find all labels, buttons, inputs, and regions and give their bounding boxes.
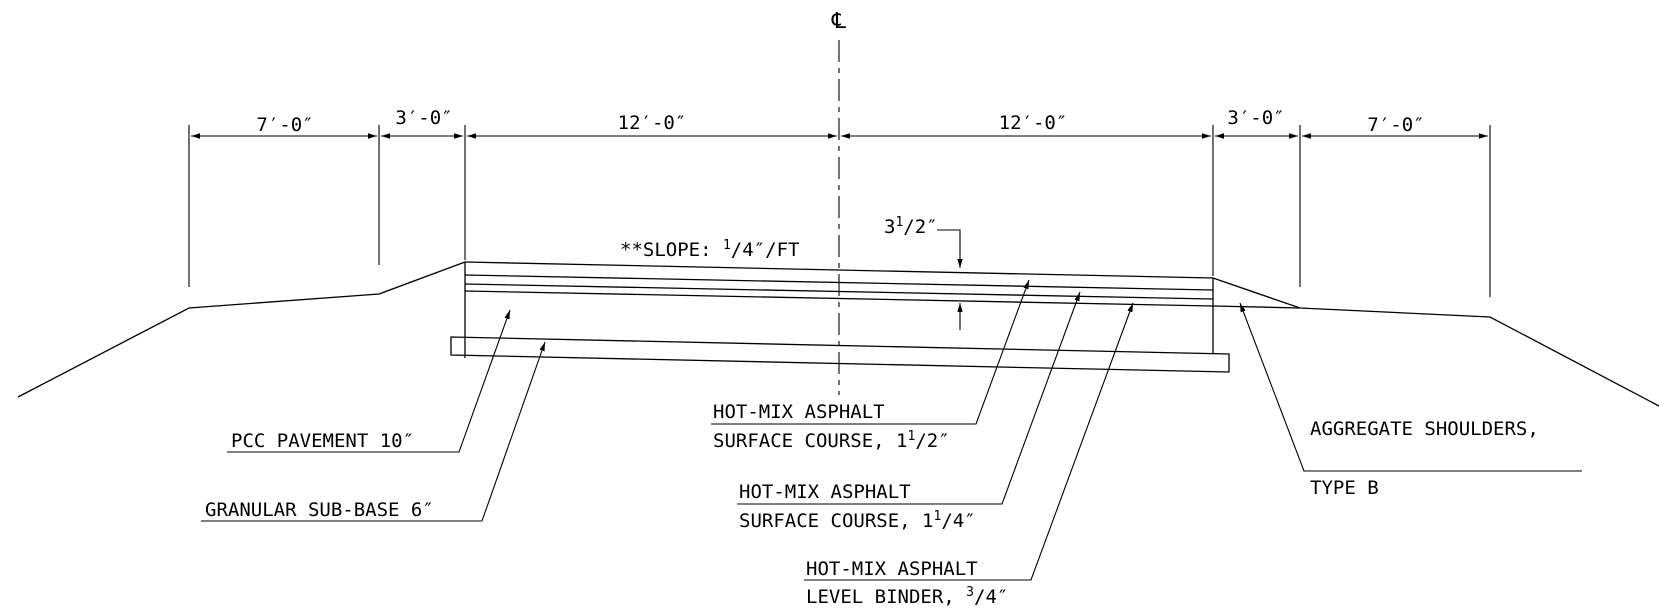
svg-text:TYPE B: TYPE B [1310,477,1379,499]
leader-hma-surface-course-2 [737,291,1081,505]
svg-text:HOT-MIX ASPHALT: HOT-MIX ASPHALT [739,481,911,503]
pavement-section [464,261,1214,358]
label-aggregate-shoulders: AGGREGATE SHOULDERS, TYPE B [1310,418,1539,499]
dim-left-outer: 7′-0″ [256,114,313,136]
leader-hma-level-binder [804,302,1134,581]
dim-right-shoulder: 3′-0″ [1227,107,1284,129]
svg-text:HOT-MIX ASPHALT: HOT-MIX ASPHALT [713,401,885,423]
label-hma-level-binder: HOT-MIX ASPHALT LEVEL BINDER, 3/4″ [806,558,1008,608]
extension-lines [188,125,1491,297]
leader-aggregate-shoulders [1239,302,1582,472]
subbase-slab [450,336,1230,373]
leader-hma-surface-course-1 [711,279,1030,425]
leader-pcc-pavement [227,309,511,453]
leader-granular-subbase [201,341,546,522]
dim-right-lane: 12′-0″ [999,112,1068,134]
label-hma-surface-course-1: HOT-MIX ASPHALT SURFACE COURSE, 11/2″ [713,401,950,452]
dim-left-lane: 12′-0″ [618,112,687,134]
slope-note: **SLOPE: 1/4″/FT [620,238,799,261]
dim-left-shoulder: 3′-0″ [395,107,452,129]
centerline-symbol: ℄ [831,9,847,34]
thickness-leader [937,229,963,268]
ground-profile [17,261,1659,407]
svg-text:LEVEL BINDER, 3/4″: LEVEL BINDER, 3/4″ [806,585,1008,608]
dim-right-outer: 7′-0″ [1367,114,1424,136]
svg-text:AGGREGATE SHOULDERS,: AGGREGATE SHOULDERS, [1310,418,1539,440]
svg-text:HOT-MIX ASPHALT: HOT-MIX ASPHALT [806,558,978,580]
label-pcc-pavement: PCC PAVEMENT 10″ [231,430,414,452]
label-hma-surface-course-2: HOT-MIX ASPHALT SURFACE COURSE, 11/4″ [739,481,976,532]
svg-text:SURFACE COURSE, 11/4″: SURFACE COURSE, 11/4″ [739,509,976,532]
svg-text:SURFACE COURSE, 11/2″: SURFACE COURSE, 11/2″ [713,429,950,452]
label-granular-subbase: GRANULAR SUB-BASE 6″ [205,499,434,521]
thickness-note: 31/2″ [884,215,938,238]
